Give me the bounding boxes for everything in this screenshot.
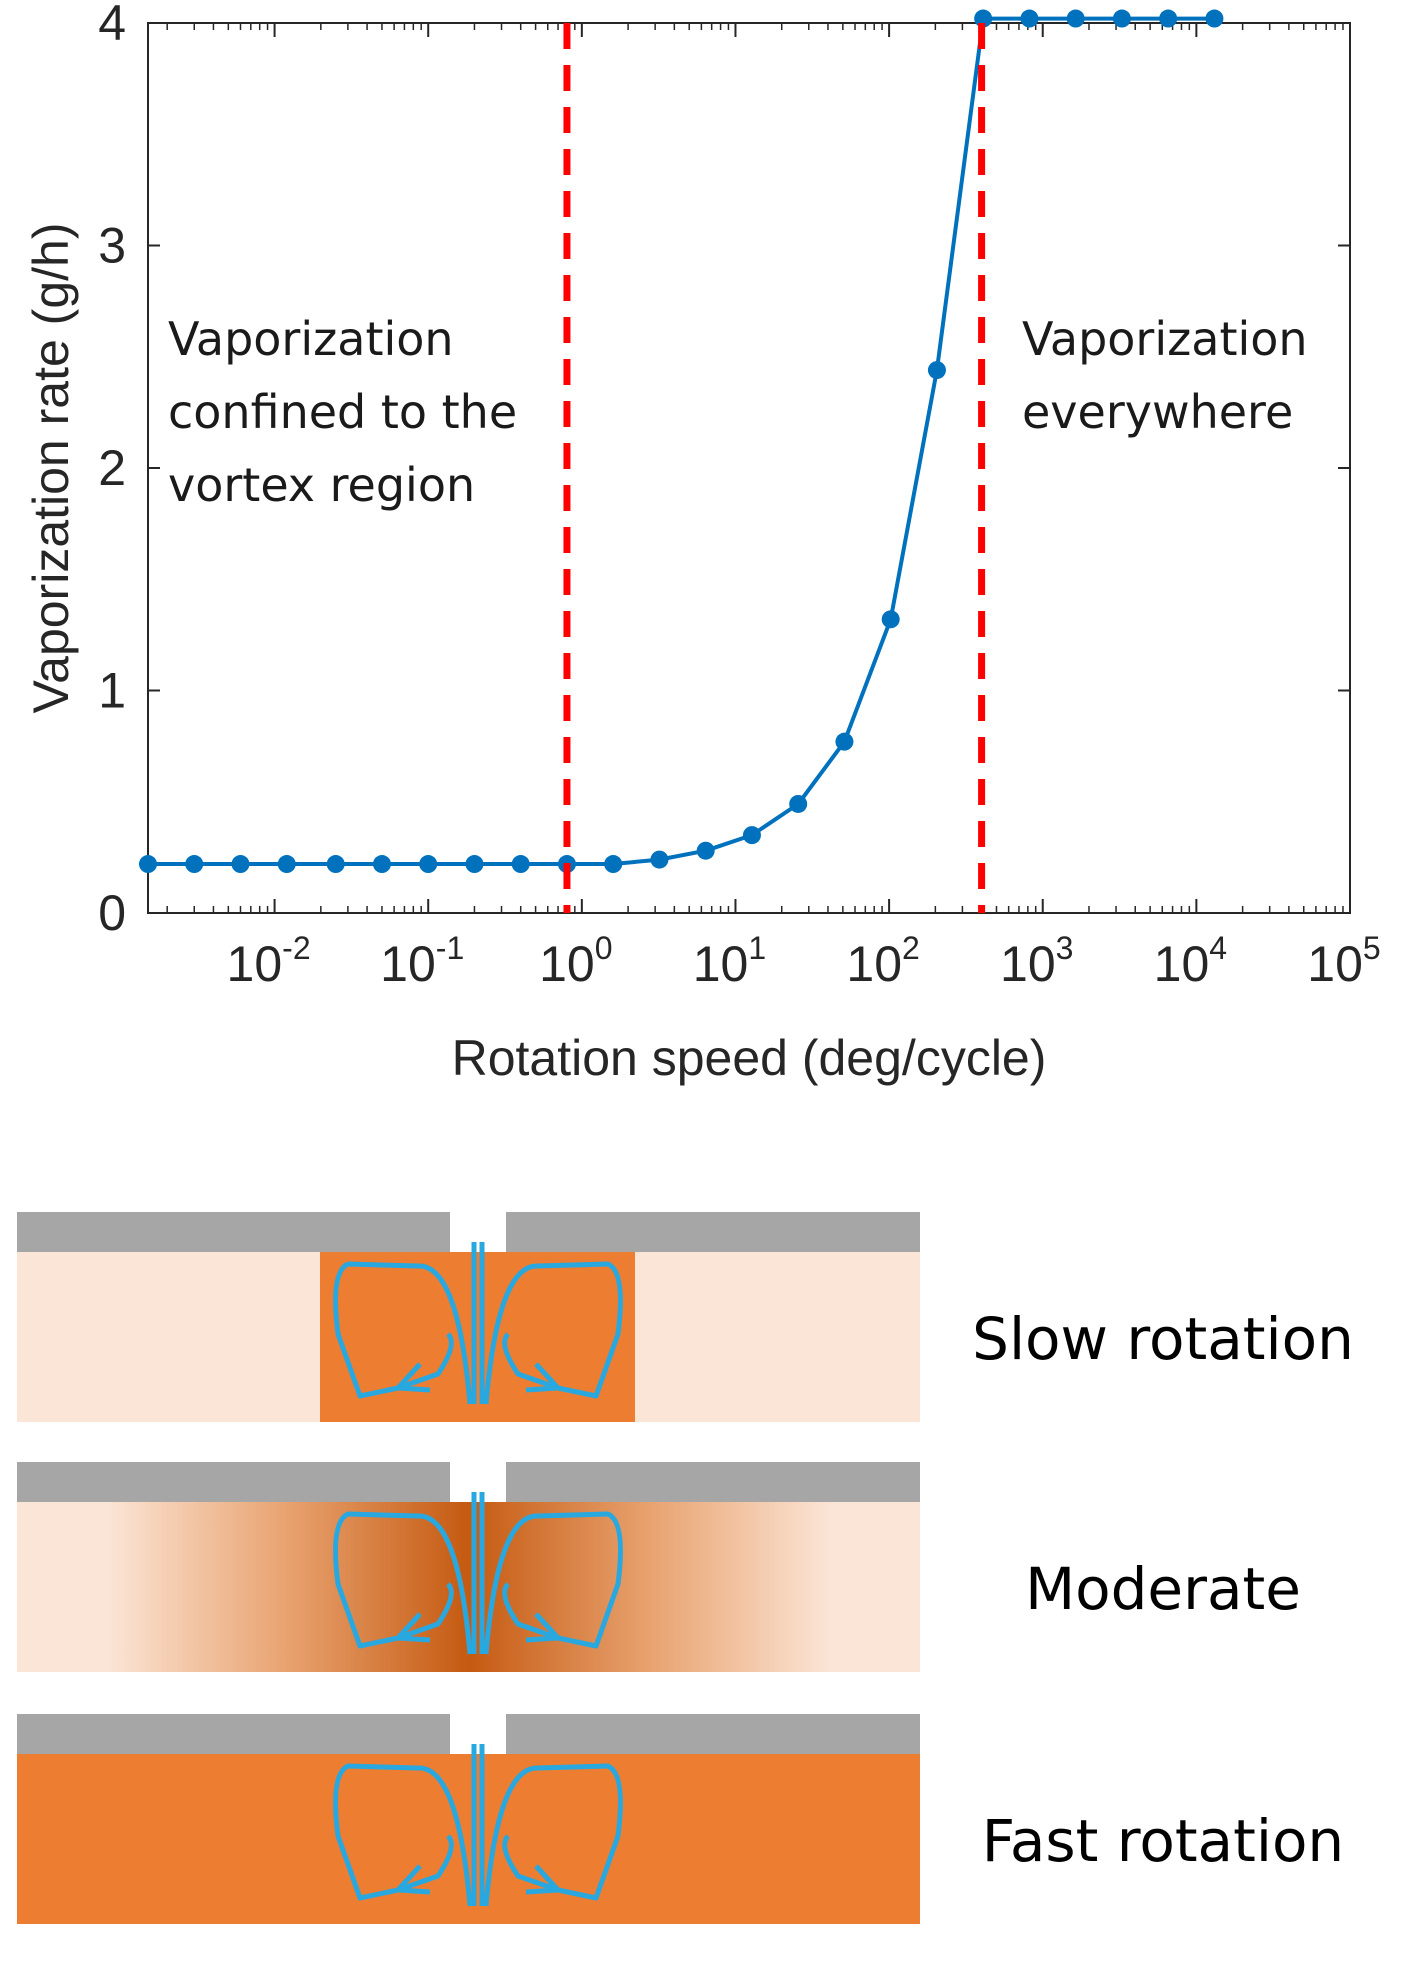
right-vortex-arrowhead bbox=[525, 1612, 561, 1643]
data-point bbox=[511, 855, 530, 874]
wall-right bbox=[506, 1714, 920, 1754]
series-layer bbox=[139, 9, 1224, 874]
y-ticks: 0 1 2 3 4 bbox=[98, 0, 1350, 941]
panel-2: Moderate bbox=[17, 1462, 1301, 1672]
data-point bbox=[277, 855, 296, 874]
data-point bbox=[789, 794, 808, 813]
left-vortex bbox=[333, 1261, 473, 1405]
wall-right bbox=[506, 1462, 920, 1502]
x-tick-exponent: 0 bbox=[595, 930, 613, 966]
data-point bbox=[139, 855, 157, 874]
y-tick-label: 2 bbox=[98, 440, 126, 496]
x-tick-label: 103 bbox=[1000, 930, 1073, 992]
annotation-text: Vaporization bbox=[1022, 312, 1308, 366]
x-tick-label: 104 bbox=[1154, 930, 1227, 992]
x-tick-label: 101 bbox=[693, 930, 766, 992]
right-vortex bbox=[483, 1511, 623, 1655]
data-point bbox=[1112, 9, 1131, 28]
y-tick-label: 3 bbox=[98, 218, 126, 274]
data-point bbox=[1020, 9, 1039, 28]
data-point bbox=[372, 855, 391, 874]
vertical-dashed-lines bbox=[563, 23, 986, 913]
x-tick-exponent: -2 bbox=[282, 930, 310, 966]
annotations: Vaporization confined to the vortex region… bbox=[168, 312, 1308, 512]
x-tick-exponent: 5 bbox=[1363, 930, 1381, 966]
wall-left bbox=[17, 1462, 450, 1502]
data-point bbox=[604, 855, 623, 874]
right-vortex bbox=[483, 1261, 623, 1405]
x-tick-label: 100 bbox=[539, 930, 612, 992]
x-tick-base: 10 bbox=[539, 936, 595, 992]
data-point bbox=[1159, 9, 1178, 28]
data-point bbox=[465, 855, 484, 874]
right-vortex-arrowhead bbox=[525, 1362, 561, 1393]
panel-3: Fast rotation bbox=[17, 1714, 1344, 1924]
x-tick-exponent: -1 bbox=[436, 930, 464, 966]
data-point bbox=[1066, 9, 1085, 28]
data-point bbox=[650, 850, 669, 869]
data-point bbox=[419, 855, 438, 874]
y-axis-label: Vaporization rate (g/h) bbox=[23, 223, 79, 714]
data-point bbox=[696, 841, 715, 860]
left-vortex bbox=[333, 1511, 473, 1655]
annotation-text: confined to the bbox=[168, 385, 517, 439]
data-point bbox=[326, 855, 345, 874]
data-point bbox=[1205, 9, 1224, 28]
wall-left bbox=[17, 1212, 450, 1252]
right-vortex bbox=[483, 1763, 623, 1907]
data-point bbox=[927, 361, 946, 380]
left-vortex-arrowhead bbox=[395, 1612, 431, 1643]
annotation-text: vortex region bbox=[168, 458, 475, 512]
x-tick-exponent: 2 bbox=[902, 930, 920, 966]
x-tick-exponent: 1 bbox=[748, 930, 766, 966]
x-tick-base: 10 bbox=[693, 936, 749, 992]
y-tick-label: 4 bbox=[98, 0, 126, 51]
left-vortex bbox=[333, 1763, 473, 1907]
x-tick-base: 10 bbox=[1000, 936, 1056, 992]
x-tick-exponent: 4 bbox=[1209, 930, 1227, 966]
panel-label: Moderate bbox=[1025, 1555, 1301, 1623]
panel-1: Slow rotation bbox=[17, 1212, 1354, 1422]
x-axis-label: Rotation speed (deg/cycle) bbox=[452, 1030, 1047, 1086]
data-point bbox=[835, 732, 854, 751]
data-point bbox=[742, 826, 761, 845]
annotation-text: everywhere bbox=[1022, 385, 1293, 439]
y-tick-label: 1 bbox=[98, 663, 126, 719]
x-tick-base: 10 bbox=[1307, 936, 1363, 992]
wall-left bbox=[17, 1714, 450, 1754]
x-tick-label: 10-1 bbox=[380, 930, 464, 992]
panel-label: Fast rotation bbox=[982, 1807, 1344, 1875]
x-tick-base: 10 bbox=[380, 936, 436, 992]
panel-label: Slow rotation bbox=[972, 1305, 1354, 1373]
data-point bbox=[185, 855, 204, 874]
wall-right bbox=[506, 1212, 920, 1252]
x-tick-base: 10 bbox=[846, 936, 902, 992]
annotation-text: Vaporization bbox=[168, 312, 454, 366]
data-point bbox=[881, 610, 900, 629]
left-vortex-arrowhead bbox=[395, 1864, 431, 1895]
x-tick-base: 10 bbox=[1154, 936, 1210, 992]
x-tick-exponent: 3 bbox=[1056, 930, 1074, 966]
y-tick-label: 0 bbox=[98, 885, 126, 941]
x-tick-label: 105 bbox=[1307, 930, 1380, 992]
x-tick-label: 10-2 bbox=[227, 930, 311, 992]
right-vortex-arrowhead bbox=[525, 1864, 561, 1895]
x-tick-base: 10 bbox=[227, 936, 283, 992]
x-tick-label: 102 bbox=[846, 930, 919, 992]
data-point bbox=[231, 855, 250, 874]
left-vortex-arrowhead bbox=[395, 1362, 431, 1393]
